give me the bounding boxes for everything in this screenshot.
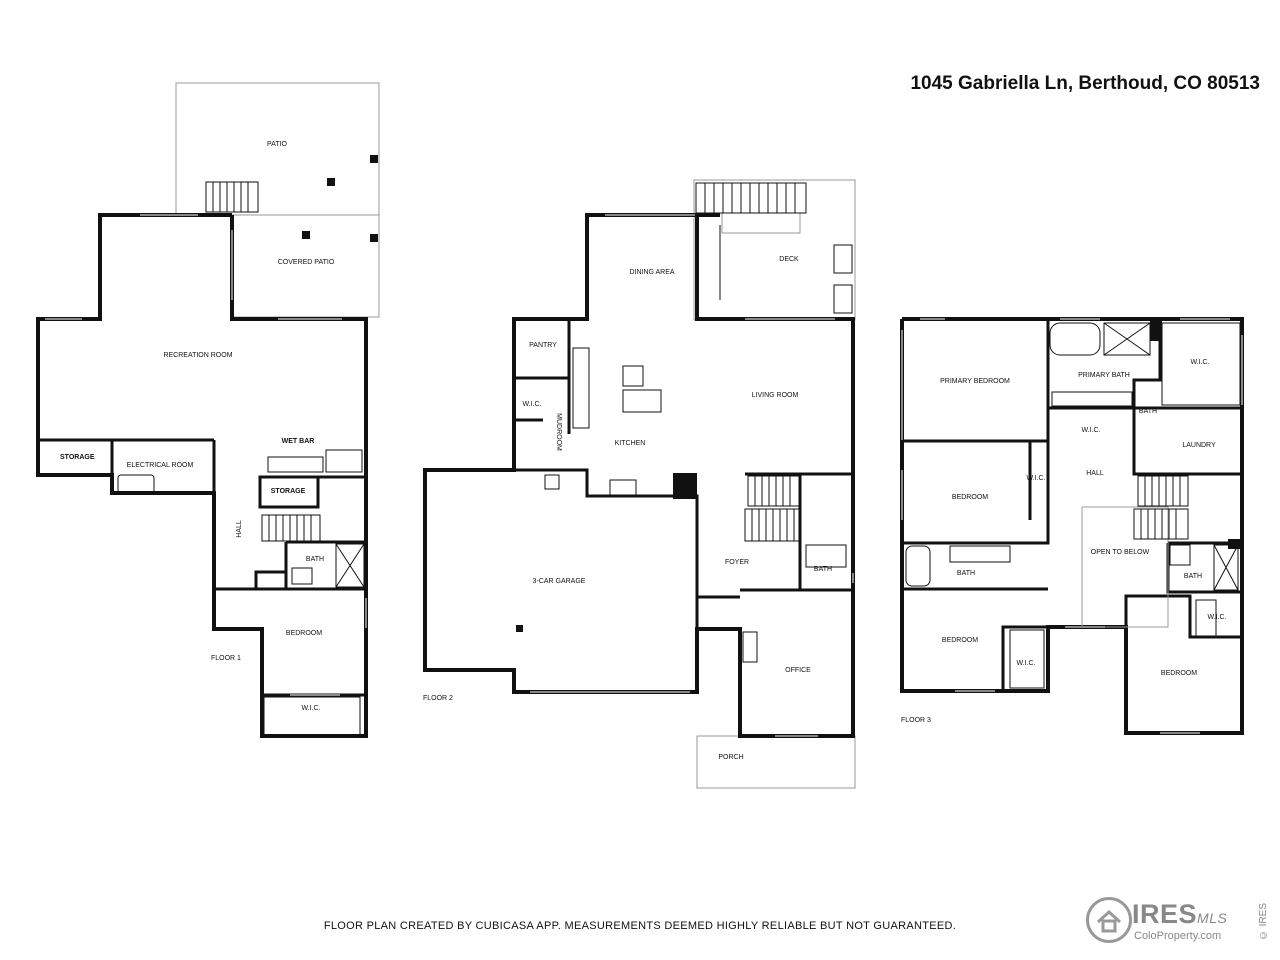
storage-right-box [258, 475, 320, 509]
floor-1-plan [36, 82, 380, 738]
bedroom-c-wall [1124, 594, 1242, 639]
ires-copyright-text: © IRES [1258, 903, 1269, 941]
bath-wall [214, 540, 368, 591]
room-label-covered-patio: COVERED PATIO [278, 259, 335, 266]
floor-3-label: FLOOR 3 [901, 717, 931, 724]
room-label-bedroom-a: BEDROOM [952, 494, 988, 501]
room-label-bath-right: BATH [1184, 573, 1202, 580]
room-label-wic-right: W.I.C. [1207, 614, 1226, 621]
bedroom-a-wall [902, 441, 1050, 545]
room-label-kitchen: KITCHEN [615, 440, 646, 447]
room-label-hall-f1: HALL [236, 520, 243, 538]
floor-1-fixtures [117, 449, 365, 736]
floor-1-windows [45, 214, 367, 696]
floor-3-column-a [1150, 319, 1162, 341]
floor-1-label: FLOOR 1 [211, 655, 241, 662]
room-label-primary-bedroom: PRIMARY BEDROOM [940, 378, 1010, 385]
garage-post [516, 625, 523, 632]
property-address-title: 1045 Gabriella Ln, Berthoud, CO 80513 [910, 73, 1260, 94]
room-label-primary-bath: PRIMARY BATH [1078, 372, 1130, 379]
deck-outline [693, 179, 856, 321]
wic-b-wall [1001, 625, 1048, 691]
room-label-wic-bedroom-a: W.I.C. [1026, 475, 1045, 482]
measurement-disclaimer: FLOOR PLAN CREATED BY CUBICASA APP. MEAS… [323, 920, 957, 932]
room-label-dining-area: DINING AREA [629, 269, 674, 276]
room-label-recreation-room: RECREATION ROOM [163, 352, 232, 359]
floor-2-label: FLOOR 2 [423, 695, 453, 702]
room-label-wic-bedroom-b: W.I.C. [1016, 660, 1035, 667]
open-to-below-outline [1081, 506, 1169, 628]
primary-bedroom-wall [902, 319, 1050, 443]
room-label-pantry: PANTRY [529, 342, 557, 349]
porch-outline [696, 735, 856, 789]
ires-logo: IRESMLS ColoProperty.com © IRES [1086, 897, 1276, 947]
ires-house-glyph [1096, 909, 1122, 933]
floor-1-posts [302, 155, 378, 242]
floor-3-column-b [1228, 539, 1242, 549]
floor-2-column [673, 473, 697, 499]
room-label-storage-left: STORAGE [60, 454, 95, 461]
floor-3-windows [901, 318, 1243, 734]
floor-2-windows [530, 214, 854, 737]
floor-2-plan [423, 179, 856, 789]
room-label-bath-shared: BATH [957, 570, 975, 577]
room-label-bedroom-b: BEDROOM [942, 637, 978, 644]
room-label-bath-f1: BATH [306, 556, 324, 563]
room-label-storage-right: STORAGE [271, 488, 306, 495]
ires-brand: IRES [1132, 899, 1198, 929]
room-label-wic-hall: W.I.C. [1081, 427, 1100, 434]
laundry-wall [1132, 441, 1242, 476]
ires-brand-suffix: MLS [1197, 910, 1228, 926]
room-label-porch: PORCH [718, 754, 743, 761]
room-label-garage: 3-CAR GARAGE [533, 578, 586, 585]
garage-wall [514, 468, 699, 629]
closet-wall [254, 570, 286, 589]
bath-right-wall [1166, 543, 1242, 594]
room-label-living-room: LIVING ROOM [752, 392, 799, 399]
room-label-bath-small: BATH [1139, 408, 1157, 415]
room-label-wet-bar: WET BAR [282, 438, 315, 445]
room-label-electrical-room: ELECTRICAL ROOM [127, 462, 194, 469]
room-label-open-to-below: OPEN TO BELOW [1091, 549, 1150, 556]
room-label-wic-primary: W.I.C. [1190, 359, 1209, 366]
floor-3-fixtures [905, 322, 1241, 689]
room-label-mudroom: MUDROOM [555, 413, 562, 451]
covered-patio-outline [231, 214, 380, 318]
room-label-bedroom-f1: BEDROOM [286, 630, 322, 637]
room-label-foyer: FOYER [725, 559, 749, 566]
room-label-bedroom-c: BEDROOM [1161, 670, 1197, 677]
floor-2-stairs [695, 182, 807, 542]
deck-railing [721, 212, 801, 234]
floor-3-plan [900, 317, 1244, 735]
ires-house-icon [1086, 897, 1132, 943]
floor-2-exterior-wall [423, 213, 855, 738]
ires-brand-text: IRESMLS [1132, 899, 1227, 930]
floor-1-stairs [205, 181, 321, 542]
room-label-wic-f2: W.I.C. [522, 401, 541, 408]
room-label-patio: PATIO [267, 141, 288, 148]
room-label-hall-f3: HALL [1086, 470, 1104, 477]
room-label-office: OFFICE [785, 667, 811, 674]
room-label-deck: DECK [779, 256, 799, 263]
floor-2-fixtures [544, 244, 853, 663]
room-label-laundry: LAUNDRY [1182, 442, 1216, 449]
wic-primary-wall [1132, 319, 1162, 441]
floor-3-stairs [1133, 475, 1189, 540]
room-label-wic-f1: W.I.C. [301, 705, 320, 712]
ires-site-text: ColoProperty.com [1134, 930, 1222, 942]
room-label-bath-f2: BATH [814, 566, 832, 573]
